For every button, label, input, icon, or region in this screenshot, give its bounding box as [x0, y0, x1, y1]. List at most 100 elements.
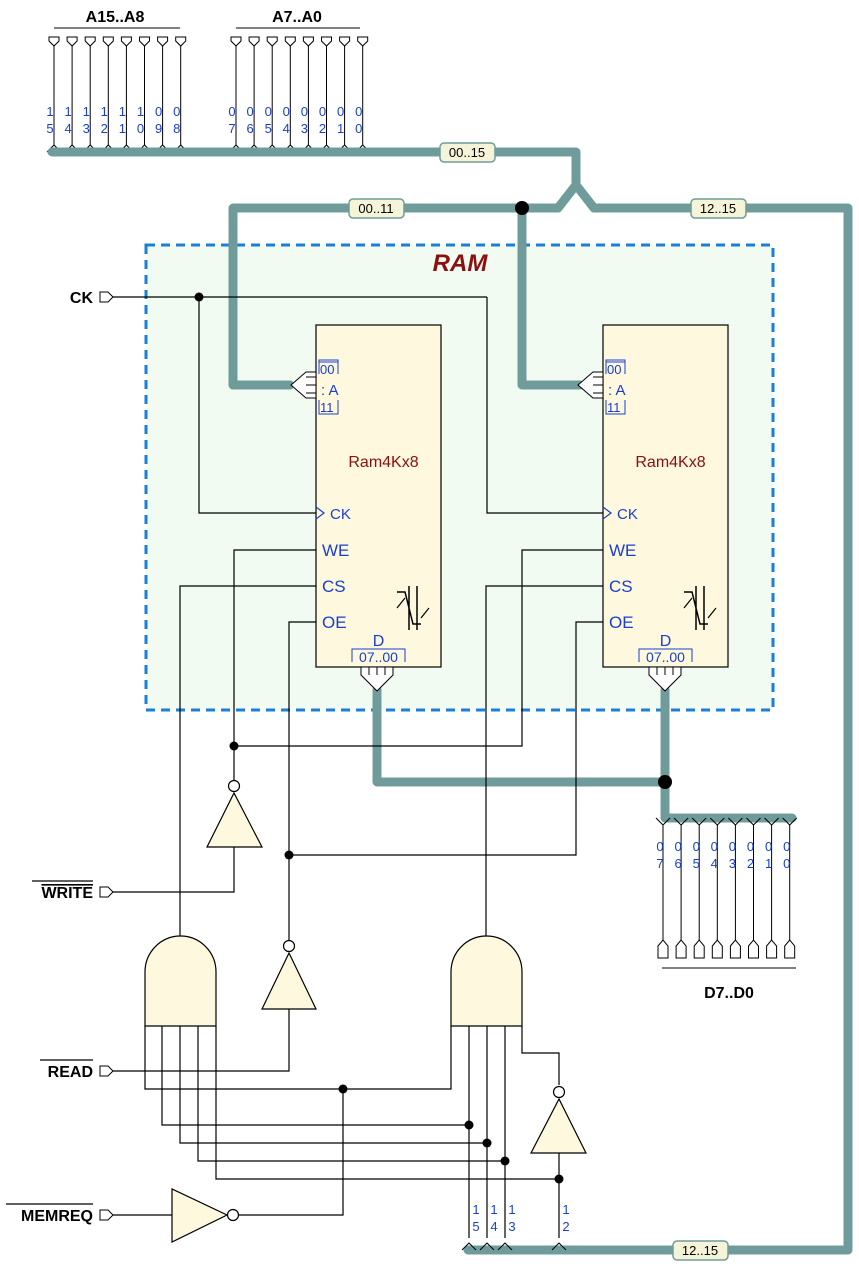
address-high-pin-digit-1: 1: [46, 104, 53, 119]
address-low-pin-digit-2: 0: [355, 121, 362, 136]
and2-input-inverted-a12: [521, 1026, 560, 1085]
chip-pin-ck: CK: [330, 506, 351, 523]
bus-bottom-label: 12..15: [682, 1243, 718, 1258]
data-pin-terminal: [766, 939, 778, 959]
chip-pin-oe: OE: [609, 613, 634, 632]
a12-inverter: [530, 1097, 587, 1154]
and1-input-a13: [197, 1026, 505, 1162]
address-low-pin-terminal: [339, 36, 351, 47]
chip-pin-d: D: [373, 633, 385, 650]
data-pin-terminal: [693, 939, 705, 959]
chip-address-letter: : A: [608, 382, 626, 399]
data-pin-terminal: [657, 939, 669, 959]
bottom-pin-digit-2: 4: [490, 1219, 497, 1234]
read-inverter-bubble: [282, 939, 296, 953]
address-high-pin-terminal: [66, 36, 78, 47]
bus-chip2-address: [517, 203, 585, 390]
address-low-pin-digit-1: 0: [319, 104, 326, 119]
address-high-pin-digit-2: 0: [137, 121, 144, 136]
ck-wire-chip1: [198, 297, 316, 514]
oe-wire-chip2: [289, 621, 603, 856]
and-gate-2: [450, 935, 523, 1027]
address-low-pin-terminal: [284, 36, 296, 47]
address-high-label: A15..A8: [86, 9, 145, 26]
chip-data-bracket: [351, 648, 406, 662]
address-high-pin-terminal: [48, 36, 60, 47]
bottom-pin-digit-1: 1: [508, 1202, 515, 1217]
address-high-pin-digit-1: 1: [83, 104, 90, 119]
address-high-pin-digit-2: 8: [173, 121, 180, 136]
and-gate-1: [144, 935, 217, 1027]
data-pin-digit-1: 0: [765, 839, 772, 854]
address-low-pin-digit-1: 0: [301, 104, 308, 119]
data-pin-terminal: [711, 939, 723, 959]
a12-inverter-bubble: [552, 1085, 566, 1099]
bus-main-label: 00..15: [449, 145, 485, 160]
bottom-pin-digit-2: 5: [472, 1219, 479, 1234]
signal-read-label: READ: [48, 1064, 93, 1081]
and1-input-a12: [215, 1026, 559, 1180]
bus-main-line: [47, 147, 581, 190]
address-low-pin-terminal: [357, 36, 369, 47]
signal-write-label: WRITE: [41, 885, 93, 902]
data-pin-digit-2: 0: [783, 856, 790, 871]
chip-clock-marker: [602, 506, 612, 520]
cs-wire-chip2: [485, 585, 603, 936]
oe-junction: [284, 850, 294, 860]
data-pin-digit-1: 0: [747, 839, 754, 854]
chip-address-bracket-top: [605, 359, 626, 374]
bus-high-label-box: [690, 198, 747, 219]
bottom-pin-digit-2: 2: [562, 1219, 569, 1234]
bottom-pin-tap: [479, 1242, 495, 1251]
bottom-pin-tap: [461, 1242, 477, 1251]
address-high-pin-digit-1: 0: [155, 104, 162, 119]
chip-body: [602, 324, 729, 668]
address-low-pin-digit-2: 2: [319, 121, 326, 136]
data-pin-digit-1: 0: [729, 839, 736, 854]
memreq-inverter: [171, 1188, 229, 1243]
address-low-pin-terminal: [266, 36, 278, 47]
ck-terminal: [99, 291, 114, 303]
chip-address-bottom: 11: [607, 400, 621, 415]
chip-pin-we: WE: [322, 541, 349, 560]
signal-ck-label: CK: [70, 290, 94, 307]
chip-address-top: 00: [607, 362, 621, 377]
bus-high-label: 12..15: [700, 201, 736, 216]
data-pin-digit-1: 0: [711, 839, 718, 854]
address-low-pin-digit-1: 0: [337, 104, 344, 119]
a15-junction: [464, 1120, 474, 1130]
data-pin-digit-1: 0: [693, 839, 700, 854]
write-wire: [112, 847, 235, 893]
chip-address-bottom: 11: [320, 400, 334, 415]
chip-pin-cs: CS: [609, 577, 633, 596]
address-high-pin-terminal: [102, 36, 114, 47]
chip-address-top: 00: [320, 362, 334, 377]
chip-body: [315, 324, 442, 668]
chip-tristate-symbol-lines: [396, 597, 430, 619]
bottom-pin-digit-2: 3: [508, 1219, 515, 1234]
chip-tristate-symbol-lines: [683, 597, 717, 619]
address-low-pin-terminal: [321, 36, 332, 47]
bottom-pin-tap: [551, 1242, 567, 1251]
chip-data-bracket: [638, 648, 693, 662]
address-high-pin-terminal: [139, 36, 150, 47]
data-pin-digit-2: 3: [729, 856, 736, 871]
data-pin-digit-1: 0: [783, 839, 790, 854]
bottom-pin-digit-1: 1: [490, 1202, 497, 1217]
address-low-pin-digit-2: 3: [301, 121, 308, 136]
address-high-pin-terminal: [120, 36, 132, 47]
read-wire: [112, 1009, 290, 1072]
address-high-pin-digit-1: 1: [64, 104, 71, 119]
bus-splitter: [553, 180, 599, 213]
chip-tristate-symbol: [684, 586, 708, 630]
and1-input-a14: [179, 1026, 487, 1144]
bus-low-line: [228, 203, 563, 390]
a14-junction: [482, 1138, 492, 1148]
and1-input-memreq: [144, 1026, 452, 1090]
address-high-pin-digit-1: 0: [173, 104, 180, 119]
